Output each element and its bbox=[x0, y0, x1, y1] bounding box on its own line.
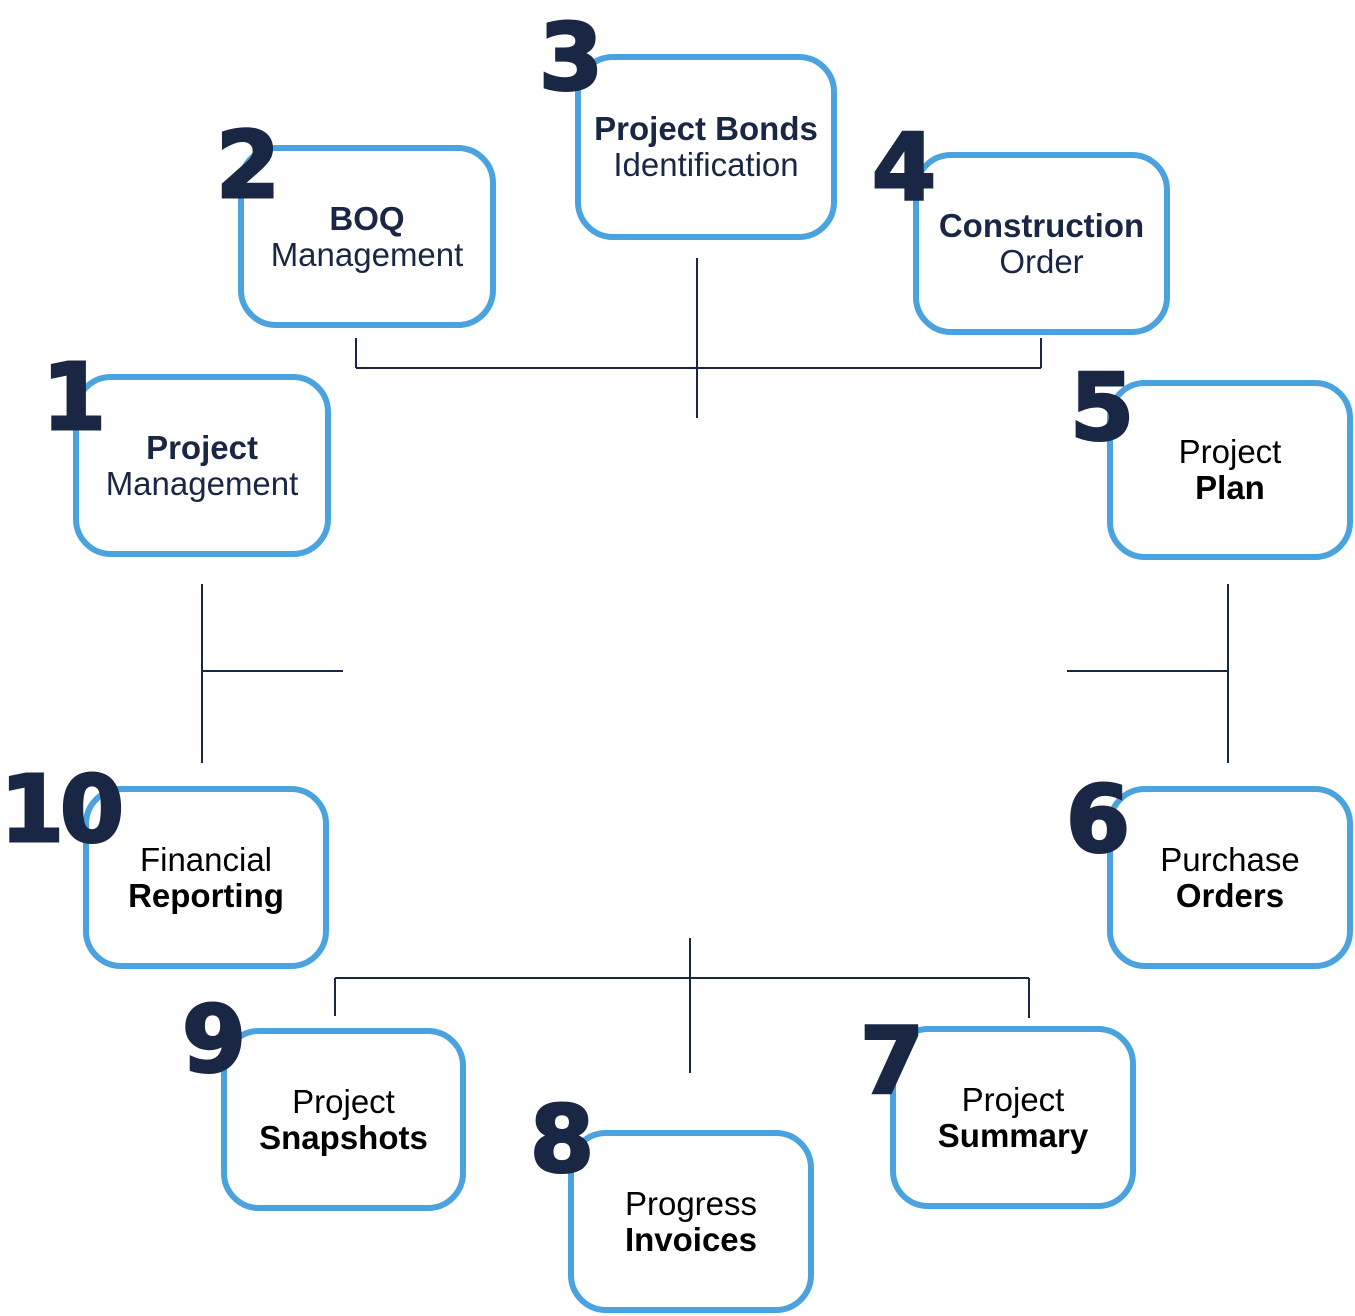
step-10-title: Financial bbox=[139, 840, 273, 878]
step-5-number: 5 bbox=[1068, 354, 1135, 461]
step-5-title: Project bbox=[1178, 433, 1282, 470]
step-6-box: Purchase Orders bbox=[1107, 786, 1353, 969]
step-4-number: 4 bbox=[870, 114, 937, 221]
step-8: Progress Invoices 8 bbox=[0, 0, 814, 1313]
step-4-box: Construction Order bbox=[913, 152, 1170, 335]
step-9-box: Project Snapshots bbox=[221, 1028, 466, 1211]
step-2-subtitle: Management bbox=[270, 235, 464, 273]
step-10-number: 10 bbox=[0, 756, 126, 863]
step-7-number: 7 bbox=[858, 1008, 925, 1115]
step-6: Purchase Orders 6 bbox=[0, 0, 1353, 969]
step-1-box: Project Management bbox=[73, 374, 331, 557]
step-3-box: Project Bonds Identification bbox=[575, 54, 837, 240]
step-9-title: Project bbox=[292, 1082, 395, 1120]
step-7: Project Summary 7 bbox=[0, 0, 1136, 1209]
step-3-title: Project Bonds bbox=[594, 110, 818, 147]
step-8-subtitle: Invoices bbox=[624, 1220, 758, 1258]
step-7-subtitle: Summary bbox=[937, 1116, 1089, 1154]
step-8-box: Progress Invoices bbox=[568, 1130, 814, 1313]
step-7-box: Project Summary bbox=[890, 1026, 1136, 1209]
step-1-title: Project bbox=[146, 428, 258, 466]
step-8-number: 8 bbox=[528, 1086, 595, 1193]
step-10-box: Financial Reporting bbox=[83, 786, 329, 969]
step-10: Financial Reporting 10 bbox=[0, 0, 329, 969]
step-10-subtitle: Reporting bbox=[128, 876, 284, 914]
step-4-subtitle: Order bbox=[999, 242, 1084, 280]
step-9: Project Snapshots 9 bbox=[0, 0, 466, 1211]
step-1: Project Management 1 bbox=[0, 0, 331, 557]
step-2-number: 2 bbox=[214, 112, 281, 219]
step-6-number: 6 bbox=[1064, 766, 1131, 873]
step-5-subtitle: Plan bbox=[1195, 469, 1265, 506]
step-3-number: 3 bbox=[537, 4, 604, 111]
step-1-number: 1 bbox=[40, 344, 107, 451]
step-6-subtitle: Orders bbox=[1175, 876, 1285, 914]
step-4: Construction Order 4 bbox=[0, 0, 1170, 335]
step-9-subtitle: Snapshots bbox=[259, 1118, 428, 1156]
step-2-title: BOQ bbox=[329, 199, 405, 237]
step-3: Project Bonds Identification 3 bbox=[0, 0, 837, 240]
step-9-number: 9 bbox=[180, 986, 247, 1093]
step-1-subtitle: Management bbox=[105, 464, 299, 502]
step-5-box: Project Plan bbox=[1107, 380, 1353, 560]
step-2-box: BOQ Management bbox=[238, 145, 496, 328]
step-2: BOQ Management 2 bbox=[0, 0, 496, 328]
step-6-title: Purchase bbox=[1160, 840, 1300, 878]
step-3-subtitle: Identification bbox=[613, 146, 799, 183]
step-5: Project Plan 5 bbox=[0, 0, 1353, 560]
step-4-title: Construction bbox=[938, 206, 1145, 244]
step-7-title: Project bbox=[961, 1080, 1065, 1118]
step-8-title: Progress bbox=[624, 1184, 758, 1222]
